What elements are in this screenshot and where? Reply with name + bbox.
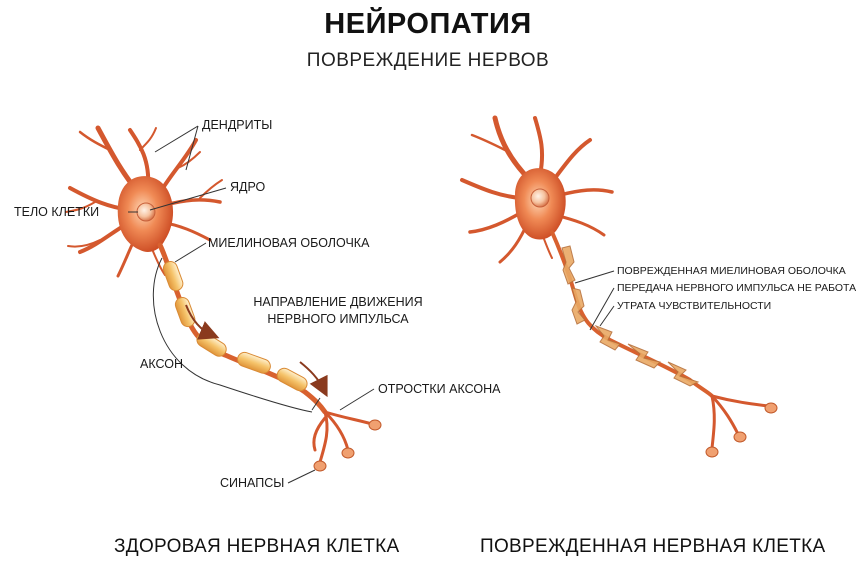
healthy-impulse-arrow-1 [185, 304, 220, 340]
page-title: НЕЙРОПАТИЯ [324, 8, 532, 40]
label-sensation-loss: УТРАТА ЧУВСТВИТЕЛЬНОСТИ [617, 300, 772, 312]
label-axon-terminals: ОТРОСТКИ АКСОНА [378, 382, 501, 396]
damaged-neuron [460, 115, 778, 458]
label-myelin-sheath: МИЕЛИНОВАЯ ОБОЛОЧКА [208, 236, 370, 250]
healthy-synapses [313, 419, 382, 472]
damaged-synapses [705, 402, 778, 458]
healthy-nucleus [136, 202, 156, 222]
label-synapses: СИНАПСЫ [220, 476, 285, 490]
label-dendrites: ДЕНДРИТЫ [202, 118, 273, 132]
label-damaged-myelin: ПОВРЕЖДЕННАЯ МИЕЛИНОВАЯ ОБОЛОЧКА [617, 265, 846, 277]
label-axon: АКСОН [140, 357, 183, 371]
page-subtitle: ПОВРЕЖДЕНИЕ НЕРВОВ [306, 50, 550, 71]
healthy-impulse-arrow-2 [299, 361, 328, 398]
healthy-neuron [65, 125, 382, 484]
caption-damaged-cell: ПОВРЕЖДЕННАЯ НЕРВНАЯ КЛЕТКА [480, 536, 826, 557]
damaged-nucleus [530, 188, 550, 208]
label-impulse-direction-line1: НАПРАВЛЕНИЕ ДВИЖЕНИЯ [253, 295, 423, 309]
label-nucleus: ЯДРО [230, 180, 266, 194]
healthy-myelin-sheath [162, 261, 308, 392]
healthy-leader-lines [128, 125, 375, 484]
damaged-leader-lines [574, 270, 615, 331]
label-impulse-direction-line2: НЕРВНОГО ИМПУЛЬСА [267, 312, 409, 326]
label-impulse-failure: ПЕРЕДАЧА НЕРВНОГО ИМПУЛЬСА НЕ РАБОТАЕТ [617, 282, 856, 294]
damaged-axon-terminals [710, 394, 770, 450]
healthy-axon-terminals [312, 410, 374, 464]
damaged-myelin-sheath [561, 245, 700, 387]
caption-healthy-cell: ЗДОРОВАЯ НЕРВНАЯ КЛЕТКА [114, 536, 400, 557]
label-cell-body: ТЕЛО КЛЕТКИ [14, 205, 100, 219]
